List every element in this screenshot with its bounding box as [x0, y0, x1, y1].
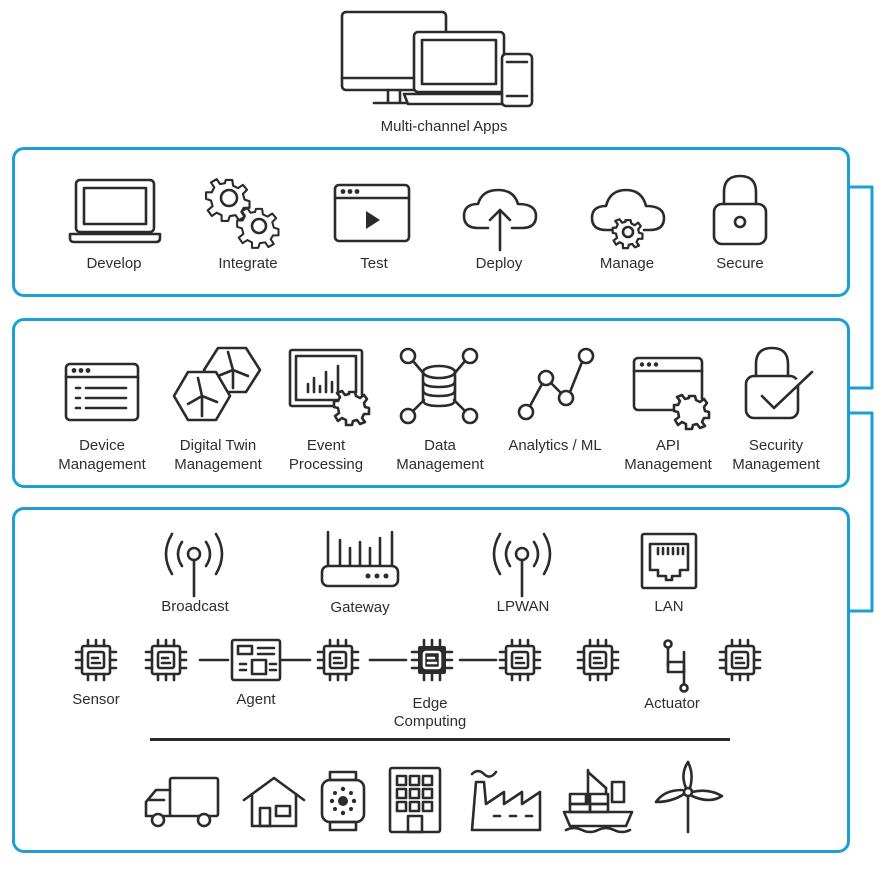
platform-label-device-1: Device: [79, 437, 125, 454]
wind-turbine-hexagon-icon: [172, 346, 262, 422]
lifecycle-label-develop: Develop: [86, 255, 142, 272]
cloud-upload-icon: [462, 188, 538, 252]
chip-icon: [498, 638, 542, 682]
chip-icon: [144, 638, 188, 682]
sensor-chip-icon: [74, 638, 118, 682]
lifecycle-panel: [12, 147, 850, 297]
device-list-icon: [64, 362, 140, 422]
building-icon: [388, 766, 442, 834]
platform-label-data-2: Management: [396, 456, 484, 473]
connectivity-label-lan: LAN: [654, 598, 684, 615]
multi-device-icon: [340, 10, 534, 108]
platform-label-event-1: Event: [306, 437, 346, 454]
platform-label-api-1: API: [655, 437, 681, 454]
platform-label-api-2: Management: [624, 456, 712, 473]
window-gear-icon: [632, 356, 711, 431]
monitor-gear-icon: [288, 348, 371, 427]
edge-label-actuator: Actuator: [644, 695, 700, 712]
platform-label-security-2: Management: [732, 456, 820, 473]
broadcast-antenna-icon: [164, 532, 224, 598]
edge-label-agent: Agent: [236, 691, 276, 708]
lifecycle-label-secure: Secure: [716, 255, 764, 272]
chip-icon: [718, 638, 762, 682]
padlock-check-icon: [744, 346, 814, 420]
platform-panel: [12, 318, 850, 488]
cargo-ship-icon: [562, 768, 634, 834]
bracket-connector: [850, 185, 874, 613]
house-icon: [242, 776, 306, 828]
divider: [150, 738, 730, 741]
multi-channel-apps-label: Multi-channel Apps: [380, 118, 508, 135]
edge-label-edge-2: Computing: [393, 713, 467, 730]
database-network-icon: [399, 347, 479, 425]
truck-icon: [144, 776, 220, 828]
factory-icon: [470, 769, 542, 832]
laptop-icon: [68, 178, 162, 244]
lifecycle-label-integrate: Integrate: [218, 255, 278, 272]
platform-label-device-2: Management: [58, 456, 146, 473]
edge-label-edge-1: Edge: [412, 695, 448, 712]
line-graph-icon: [517, 347, 595, 421]
platform-label-security-1: Security: [748, 437, 804, 454]
edge-panel: [12, 507, 850, 853]
ethernet-port-icon: [640, 532, 698, 590]
platform-label-twin-2: Management: [174, 456, 262, 473]
platform-label-twin-1: Digital Twin: [179, 437, 257, 454]
smartwatch-icon: [320, 770, 366, 832]
lifecycle-label-manage: Manage: [599, 255, 655, 272]
edge-label-sensor: Sensor: [72, 691, 120, 708]
lpwan-antenna-icon: [492, 532, 552, 598]
padlock-icon: [712, 174, 768, 246]
play-window-icon: [333, 183, 411, 243]
platform-label-data-1: Data: [424, 437, 456, 454]
gears-icon: [204, 178, 280, 249]
connectivity-label-broadcast: Broadcast: [161, 598, 229, 615]
platform-label-analytics: Analytics / ML: [508, 437, 602, 454]
wind-turbine-icon: [654, 760, 724, 834]
router-icon: [320, 530, 400, 588]
lifecycle-label-test: Test: [360, 255, 388, 272]
chip-icon: [576, 638, 620, 682]
platform-label-event-2: Processing: [288, 456, 364, 473]
connectivity-label-gateway: Gateway: [330, 599, 390, 616]
edge-device-row: [74, 638, 762, 693]
connectivity-label-lpwan: LPWAN: [496, 598, 550, 615]
cloud-gear-icon: [590, 188, 666, 250]
lifecycle-label-deploy: Deploy: [475, 255, 523, 272]
chip-icon: [316, 638, 360, 682]
